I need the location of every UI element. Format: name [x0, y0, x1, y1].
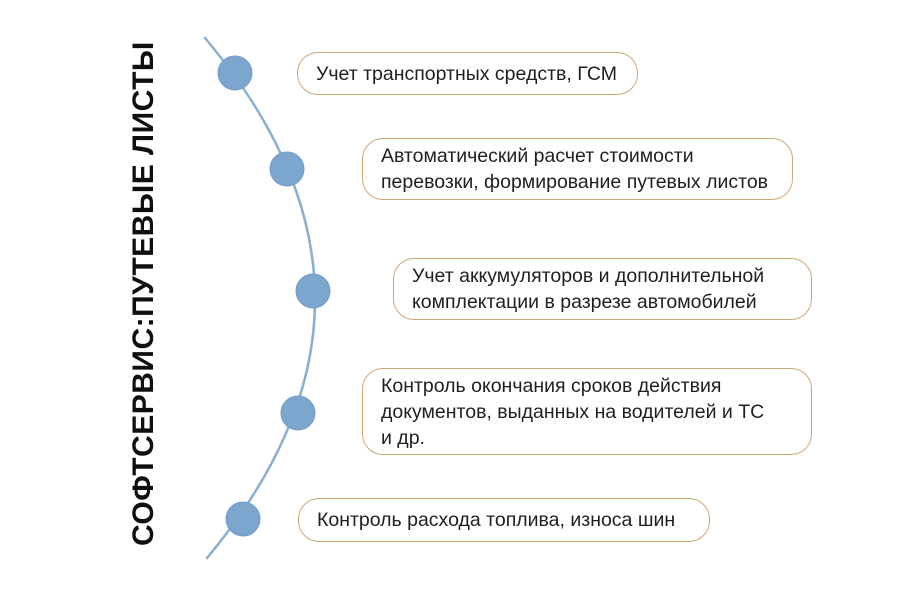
- timeline-node-3: [295, 273, 331, 309]
- feature-label-2: Автоматический расчет стоимости перевозк…: [381, 145, 769, 193]
- feature-box-4: Контроль окончания сроков действия докум…: [362, 368, 812, 455]
- diagram-title: СОФТСЕРВИС:ПУТЕВЫЕ ЛИСТЫ: [127, 41, 160, 546]
- feature-label-4: Контроль окончания сроков действия докум…: [381, 374, 765, 449]
- feature-label-5: Контроль расхода топлива, износа шин: [317, 509, 676, 531]
- timeline-node-4: [280, 395, 316, 431]
- timeline-node-1: [217, 55, 253, 91]
- feature-label-3: Учет аккумуляторов и дополнительной комп…: [412, 265, 765, 313]
- timeline-node-2: [269, 151, 305, 187]
- feature-box-2: Автоматический расчет стоимости перевозк…: [362, 138, 793, 200]
- feature-label-1: Учет транспортных средств, ГСМ: [316, 62, 617, 85]
- feature-box-3: Учет аккумуляторов и дополнительной комп…: [393, 258, 812, 320]
- feature-box-1: Учет транспортных средств, ГСМ: [297, 52, 638, 95]
- timeline-node-5: [225, 501, 261, 537]
- feature-box-5: Контроль расхода топлива, износа шин: [298, 498, 710, 542]
